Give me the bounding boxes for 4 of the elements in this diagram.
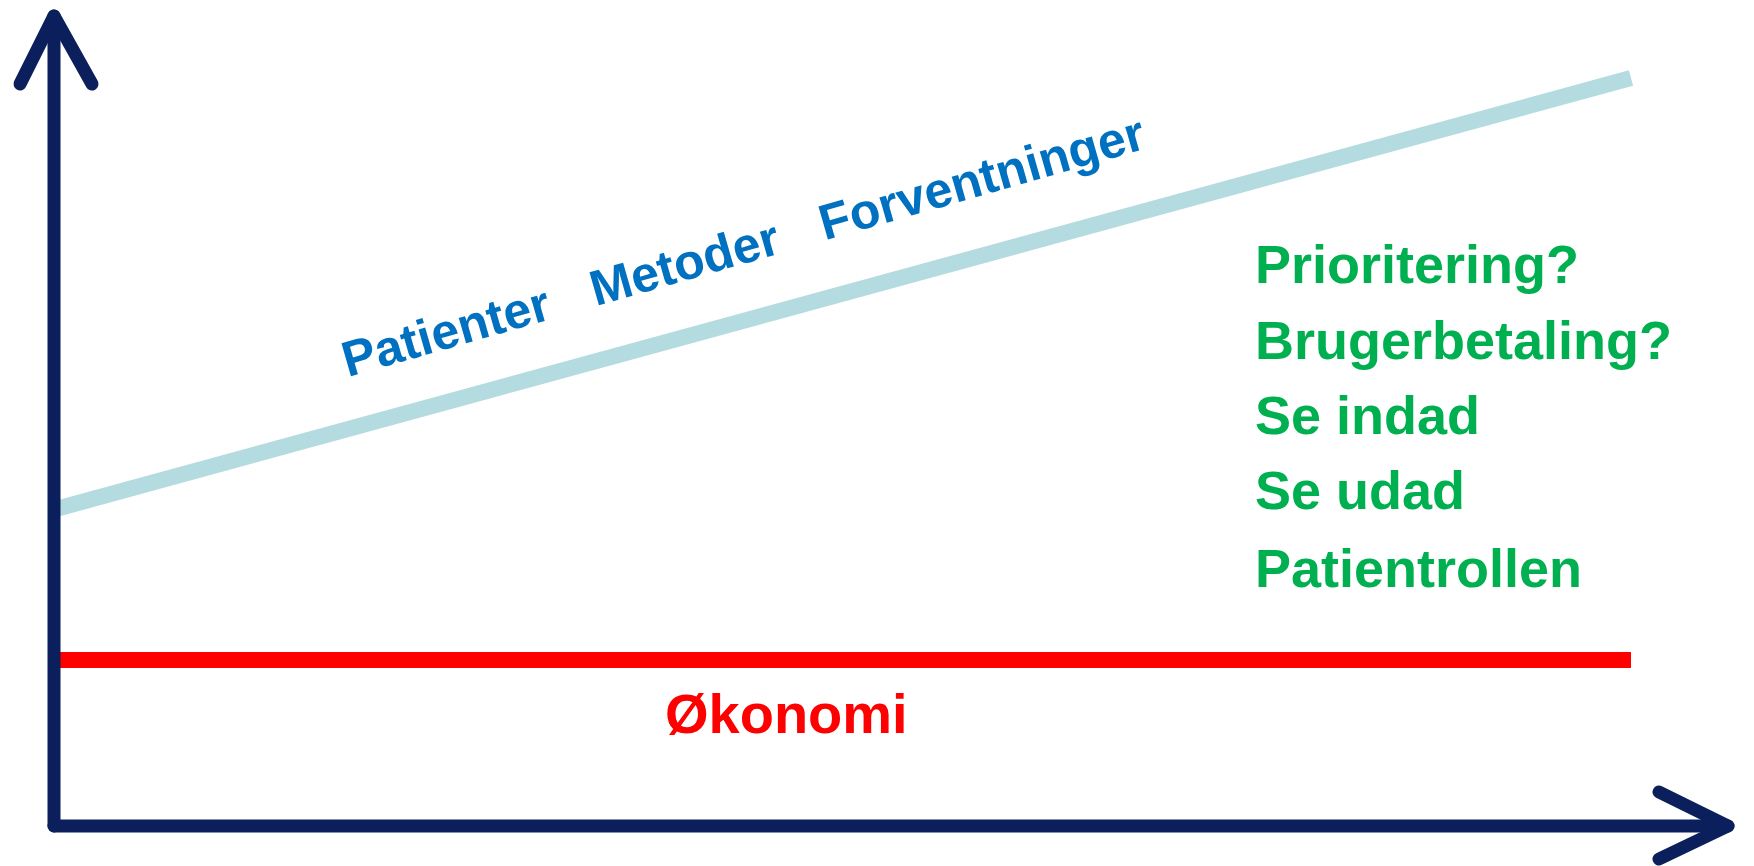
list-item: Se indad — [1255, 388, 1481, 442]
list-item: Patientrollen — [1255, 541, 1583, 595]
list-item: Se udad — [1255, 463, 1466, 517]
baseline-label: Økonomi — [665, 686, 908, 742]
